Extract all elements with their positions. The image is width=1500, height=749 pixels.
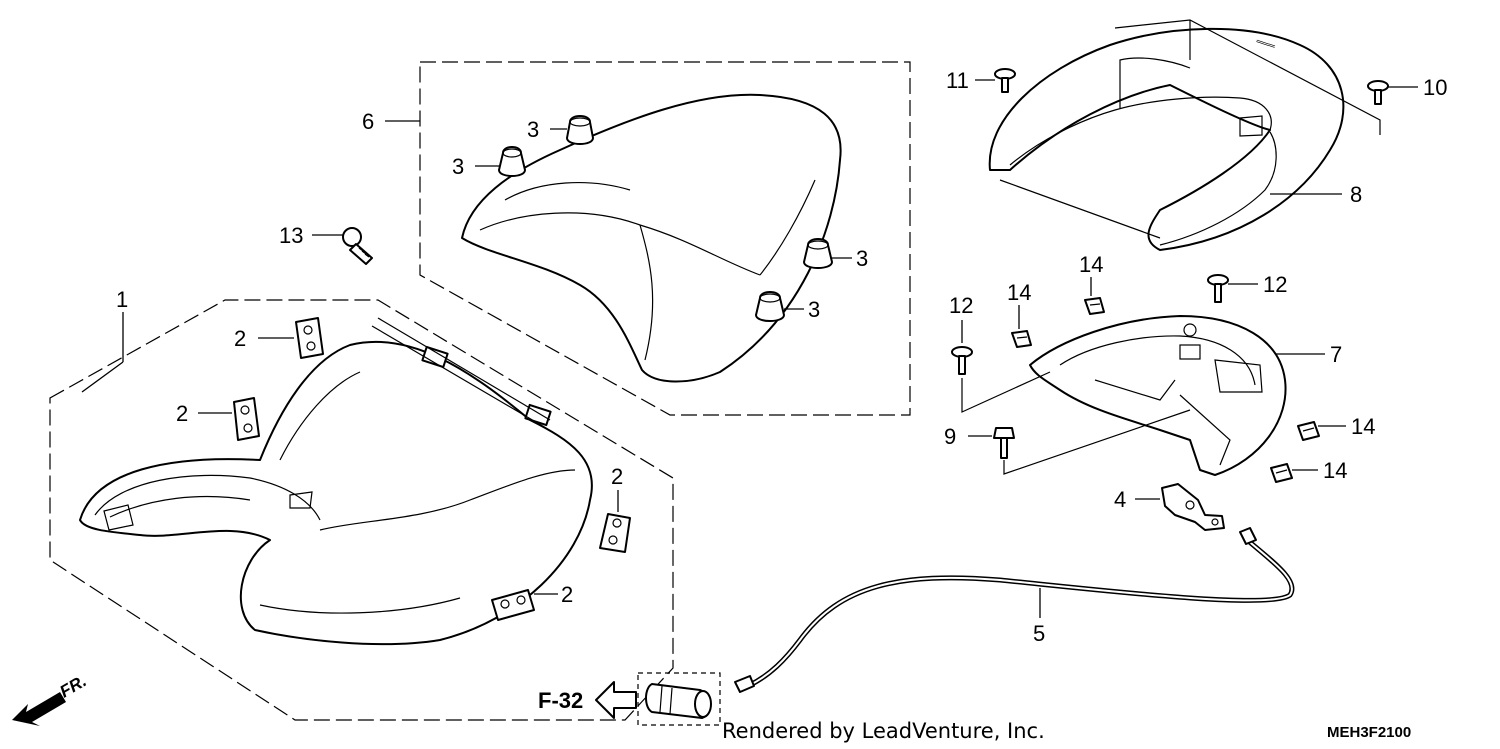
clip-nut[interactable]	[1297, 421, 1320, 441]
rear-cowl[interactable]: ═══	[988, 27, 1345, 251]
callout-5: 5	[1033, 621, 1045, 646]
callout-4: 4	[1114, 487, 1126, 512]
bolt[interactable]	[993, 427, 1015, 459]
front-seat-group: 1 13	[49, 223, 674, 721]
key-cylinder[interactable]	[645, 683, 712, 719]
seat-cable-group: 5	[734, 527, 1295, 693]
rear-cowl-group: ═══ 8 11 10	[946, 19, 1447, 251]
callout-12b: 12	[1263, 272, 1287, 297]
callout-8: 8	[1350, 182, 1362, 207]
seat-bracket	[371, 317, 552, 429]
callout-14c: 14	[1351, 414, 1375, 439]
screw[interactable]	[1207, 274, 1229, 303]
front-seat[interactable]	[79, 340, 593, 646]
callout-3a: 3	[527, 117, 539, 142]
clip-nut[interactable]	[1084, 297, 1105, 315]
reference-label: F-32	[538, 688, 583, 713]
rear-seat-boundary	[419, 61, 911, 416]
reference-group: F-32	[538, 672, 721, 726]
callout-2a: 2	[234, 326, 246, 351]
front-direction-marker: FR.	[12, 671, 90, 726]
bolt[interactable]	[342, 227, 373, 265]
clip-nut[interactable]	[1270, 463, 1293, 483]
rubber-block[interactable]	[295, 317, 324, 359]
callout-3c: 3	[856, 246, 868, 271]
callout-11: 11	[946, 68, 969, 93]
cushion[interactable]	[803, 238, 833, 269]
callout-7: 7	[1330, 342, 1342, 367]
rear-seat-group: 6 3 3 3 3	[362, 61, 911, 416]
diagram-code: MEH3F2100	[1327, 724, 1411, 741]
callout-14a: 14	[1079, 252, 1103, 277]
callout-1: 1	[116, 287, 128, 312]
rubber-block[interactable]	[233, 397, 260, 441]
cushion[interactable]	[498, 146, 526, 177]
callout-6: 6	[362, 109, 374, 134]
key-cylinder-box	[637, 672, 721, 726]
seat-latch-group: 4	[1114, 483, 1225, 531]
rubber-block[interactable]	[599, 513, 631, 553]
callout-3d: 3	[808, 297, 820, 322]
callout-3b: 3	[452, 154, 464, 179]
seat-lock-cable[interactable]	[734, 527, 1295, 693]
hollow-arrow-left-icon	[595, 681, 637, 719]
screw[interactable]	[951, 346, 973, 375]
rear-seat[interactable]	[461, 93, 842, 383]
screw[interactable]	[994, 68, 1016, 93]
callout-12a: 12	[949, 293, 973, 318]
callout-2c: 2	[611, 464, 623, 489]
clip-nut[interactable]	[1011, 330, 1032, 348]
seat-latch[interactable]	[1161, 483, 1225, 531]
callout-14b: 14	[1007, 280, 1031, 305]
credit-text: Rendered by LeadVenture, Inc.	[722, 719, 1045, 743]
cushion[interactable]	[755, 291, 785, 322]
seat-base-group: 7 12 12 9 14	[944, 252, 1375, 483]
callout-2b: 2	[176, 401, 188, 426]
callout-9: 9	[944, 424, 956, 449]
seat-base[interactable]	[1029, 315, 1287, 476]
callout-2d: 2	[561, 582, 573, 607]
callout-14d: 14	[1323, 458, 1347, 483]
screw[interactable]	[1367, 80, 1389, 105]
callout-13: 13	[279, 223, 303, 248]
front-direction-arrow-icon	[12, 692, 66, 726]
rubber-block[interactable]	[491, 589, 535, 621]
cushion[interactable]	[566, 115, 594, 145]
front-seat-boundary	[49, 299, 674, 721]
callout-10: 10	[1423, 75, 1447, 100]
